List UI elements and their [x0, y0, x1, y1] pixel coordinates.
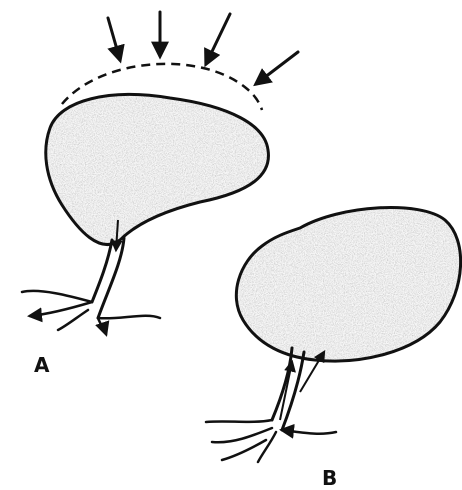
roots-b — [206, 420, 336, 462]
arrow-1 — [108, 18, 120, 60]
cap-a-texture — [40, 80, 280, 260]
figure-b-group — [206, 195, 462, 462]
cap-b-texture — [225, 195, 462, 375]
arrow-3 — [206, 14, 230, 64]
roots-a — [22, 291, 160, 334]
stalk-b — [272, 348, 304, 430]
incoming-arrows — [108, 12, 298, 84]
figure-label-b: B — [322, 466, 337, 490]
arrow-4 — [256, 52, 298, 84]
stalk-a — [92, 238, 124, 318]
figure-label-a: A — [34, 353, 49, 377]
